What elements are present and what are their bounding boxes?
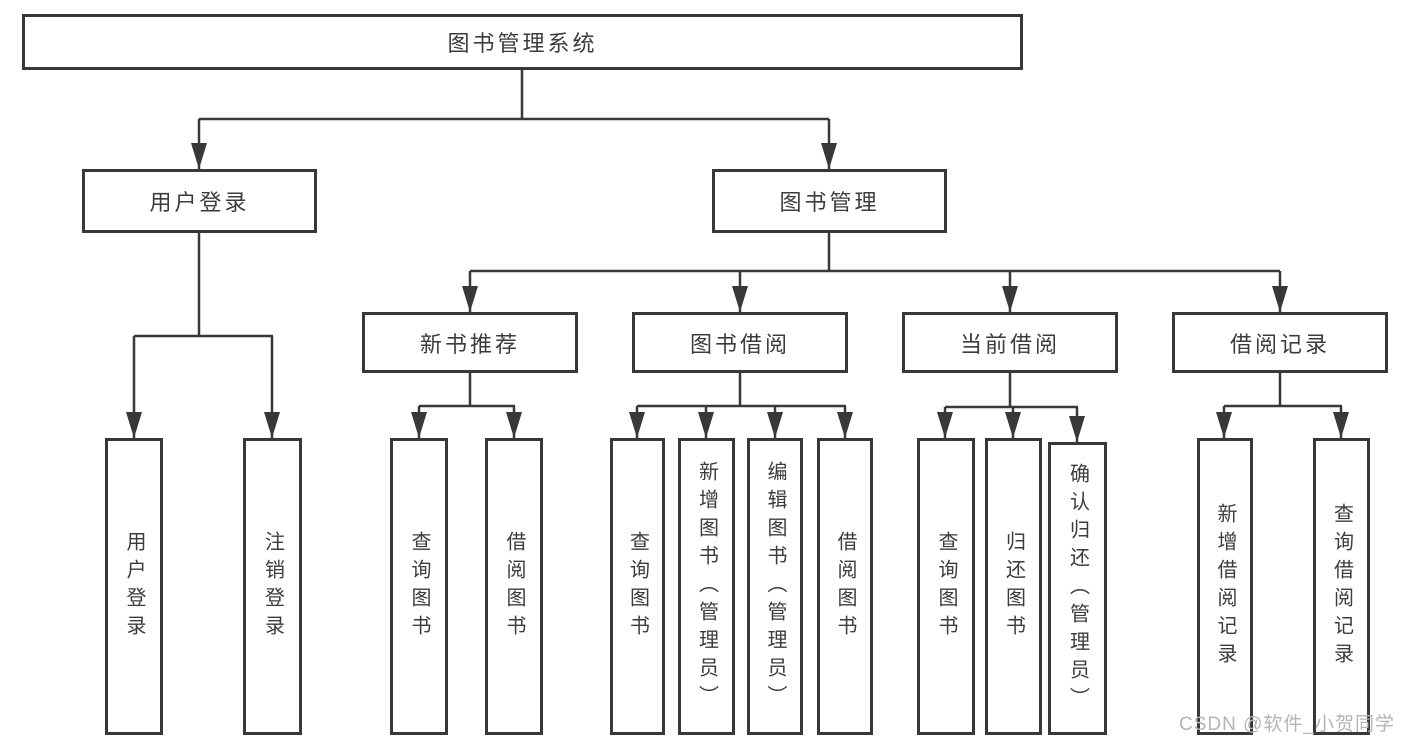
node-leaf-user-login: 用户登录 [105,438,163,735]
node-leaf-query-books-3: 查询图书 [917,438,975,735]
csdn-watermark: CSDN @软件_小贺同学 [1179,714,1395,735]
node-book-management-branch: 图书管理 [712,169,947,233]
node-current-borrow: 当前借阅 [902,312,1118,373]
node-leaf-logout: 注销登录 [243,438,302,735]
leaf-label: 归还图书 [1002,530,1025,643]
leaf-label: 借阅图书 [503,530,525,643]
leaf-label: 用户登录 [123,530,145,643]
leaf-label: 查询借阅记录 [1330,502,1353,671]
leaf-label: 查询图书 [935,530,957,643]
leaf-label: 查询图书 [626,530,649,643]
leaf-label: 新增借阅记录 [1214,502,1236,671]
leaf-label: 新增图书（管理员） [695,460,718,713]
node-leaf-return-books: 归还图书 [985,438,1042,735]
leaf-label: 借阅图书 [834,530,856,643]
node-leaf-query-books-2: 查询图书 [610,438,665,735]
node-borrow-records: 借阅记录 [1172,312,1388,373]
node-leaf-add-book-admin: 新增图书（管理员） [678,438,735,735]
node-book-borrow: 图书借阅 [632,312,848,373]
node-leaf-confirm-return-admin: 确认归还（管理员） [1048,442,1107,735]
leaf-label: 编辑图书（管理员） [764,460,786,713]
node-user-login-branch: 用户登录 [82,169,317,233]
node-leaf-query-borrow-record: 查询借阅记录 [1313,438,1370,735]
node-leaf-edit-book-admin: 编辑图书（管理员） [747,438,803,735]
node-root: 图书管理系统 [22,14,1023,70]
leaf-label: 确认归还（管理员） [1066,462,1089,715]
node-leaf-borrow-books-1: 借阅图书 [485,438,543,735]
node-leaf-borrow-books-2: 借阅图书 [817,438,873,735]
node-leaf-query-books-1: 查询图书 [390,438,448,735]
node-new-book-recommend: 新书推荐 [362,312,578,373]
leaf-label: 注销登录 [261,530,284,643]
node-leaf-add-borrow-record: 新增借阅记录 [1197,438,1253,735]
leaf-label: 查询图书 [408,530,430,643]
